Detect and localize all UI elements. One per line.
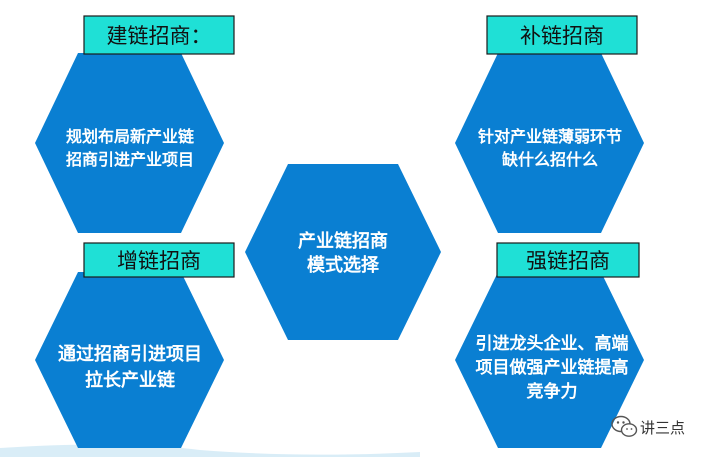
label-top-right: 补链招商: [486, 15, 638, 55]
label-top-right-text: 补链招商: [520, 24, 604, 48]
label-bottom-right: 强链招商: [496, 242, 640, 278]
hex-top-left-line-2: 招商引进产业项目: [66, 150, 194, 169]
hex-center-line-2: 模式选择: [307, 254, 380, 276]
label-top-left: 建链招商：: [83, 15, 235, 55]
hex-bottom-right-line-2: 项目做强产业链提高: [476, 357, 629, 378]
hex-center-line-1: 产业链招商: [298, 230, 388, 252]
hex-center: [245, 164, 441, 340]
decorative-wave: [0, 444, 420, 457]
hex-bottom-right-line-1: 引进龙头企业、高端: [476, 333, 629, 354]
label-bottom-right-text: 强链招商: [526, 249, 610, 273]
label-bottom-left: 增链招商: [83, 242, 235, 278]
hex-bottom-left-line-1: 通过招商引进项目: [58, 343, 202, 365]
wechat-icon: [611, 415, 638, 437]
hex-bottom-left-line-2: 拉长产业链: [85, 369, 176, 391]
hex-top-right-line-1: 针对产业链薄弱环节: [478, 127, 622, 146]
hex-bottom-right: [455, 272, 644, 448]
label-top-left-text: 建链招商：: [107, 24, 212, 48]
hex-bottom-left: [35, 272, 224, 448]
hex-top-left-line-1: 规划布局新产业链: [66, 127, 195, 146]
hex-top-left: [35, 53, 224, 233]
hex-bottom-right-line-3: 竞争力: [527, 381, 578, 402]
hex-top-right: [455, 53, 644, 233]
brand-name: 讲三点: [640, 419, 685, 437]
label-bottom-left-text: 增链招商: [117, 249, 201, 273]
hex-top-right-line-2: 缺什么招什么: [502, 150, 598, 169]
